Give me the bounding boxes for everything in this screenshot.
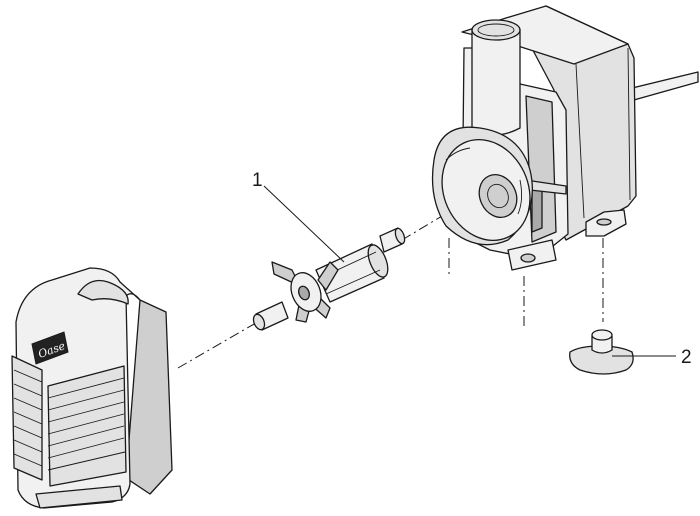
- outlet-tube-opening: [471, 19, 521, 41]
- impeller-blade: [317, 261, 339, 291]
- front-cover: Oase: [11, 267, 173, 509]
- suction-foot-top: [591, 329, 613, 341]
- suction-foot: [569, 329, 634, 375]
- axis-line-cover-to-impeller: [177, 315, 269, 369]
- suction-foot-stem: [591, 335, 613, 354]
- cover-top-notch: [77, 279, 129, 305]
- logo-plate: [31, 331, 69, 365]
- impeller: [252, 227, 406, 331]
- power-cable: [631, 71, 699, 101]
- callout-number-impeller: 1: [252, 170, 263, 191]
- callout-suction-foot: 2: [612, 347, 692, 368]
- callout-number-suction-foot: 2: [681, 347, 692, 368]
- impeller-magnet-rotor: [315, 243, 385, 303]
- cover-grille-left: [11, 355, 43, 481]
- outlet-tube: [471, 29, 521, 136]
- leader-line-impeller: [263, 185, 345, 263]
- pump-housing: [431, 5, 699, 271]
- cover-side-face: [125, 299, 173, 495]
- cover-grille-center: [47, 365, 127, 487]
- callout-impeller: 1: [252, 170, 345, 263]
